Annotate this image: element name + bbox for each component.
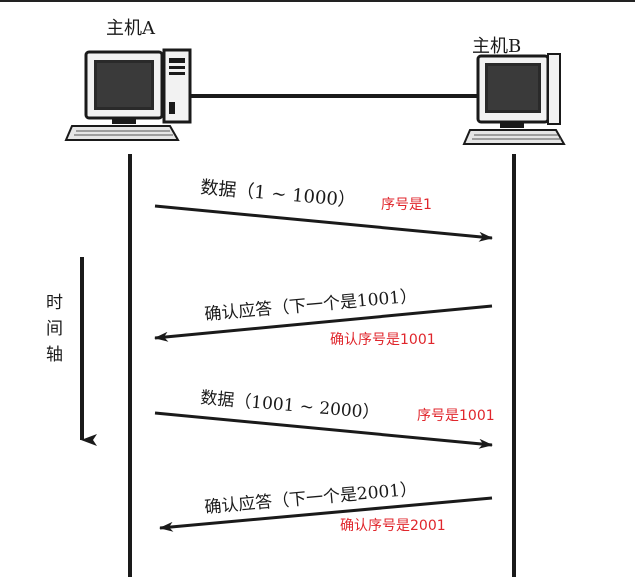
message-label-2: 确认应答（下一个是1001）: [204, 286, 418, 325]
message-label-1: 数据（1 ~ 1000）: [200, 177, 357, 211]
host-b-computer-icon: [462, 53, 566, 145]
message-arrow-4: [159, 496, 493, 532]
host-a-label: 主机A: [106, 18, 156, 39]
message-note-2: 确认序号是1001: [330, 332, 436, 348]
time-axis-char-1: 时: [46, 293, 63, 313]
message-label-4: 确认应答（下一个是2001）: [204, 479, 418, 518]
message-note-1: 序号是1: [381, 197, 432, 213]
host-b-label: 主机B: [472, 36, 521, 57]
message-arrow-2: [154, 304, 493, 342]
time-axis-char-2: 间: [46, 319, 63, 339]
host-a-computer-icon: [64, 48, 192, 141]
message-label-3: 数据（1001 ~ 2000）: [200, 388, 381, 424]
message-arrow-1: [154, 204, 493, 242]
message-note-4: 确认序号是2001: [340, 518, 446, 534]
message-note-3: 序号是1001: [417, 408, 495, 424]
message-arrow-3: [154, 411, 493, 449]
time-axis-char-3: 轴: [46, 345, 63, 365]
